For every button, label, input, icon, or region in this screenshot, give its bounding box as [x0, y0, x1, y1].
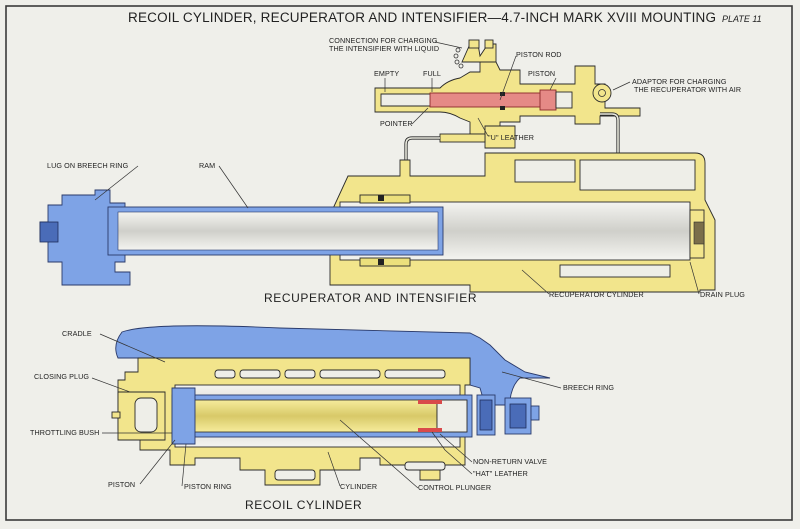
label-breech-ring: BREECH RING	[563, 383, 614, 392]
label-drain-plug: DRAIN PLUG	[700, 290, 745, 299]
label-control-plunger: CONTROL PLUNGER	[418, 483, 491, 492]
label-piston-ring: PISTON RING	[184, 482, 232, 491]
label-closing-plug: CLOSING PLUG	[34, 372, 89, 381]
intensifier-piston	[539, 89, 557, 111]
plate-border	[5, 5, 793, 521]
piston-rod	[429, 92, 551, 108]
plate-title: RECOIL CYLINDER, RECUPERATOR AND INTENSI…	[128, 10, 716, 25]
label-connection-line1: CONNECTION FOR CHARGING	[329, 36, 438, 45]
label-piston: PISTON	[108, 480, 135, 489]
cradle-and-breech-ring	[115, 325, 551, 406]
label-throttling-bush: THROTTLING BUSH	[30, 428, 99, 437]
label-recuperator-cylinder: RECUPERATOR CYLINDER	[549, 290, 644, 299]
label-non-return-valve: NON-RETURN VALVE	[473, 457, 547, 466]
plate-number: PLATE 11	[722, 14, 762, 24]
air-adaptor	[592, 83, 612, 103]
control-plunger	[174, 399, 438, 433]
label-cradle: CRADLE	[62, 329, 92, 338]
recuperator-and-intensifier-figure	[39, 39, 716, 293]
label-pointer: POINTER	[380, 119, 413, 128]
label-cylinder: CYLINDER	[340, 482, 377, 491]
label-full: FULL	[423, 69, 441, 78]
label-connection-line2: THE INTENSIFIER WITH LIQUID	[329, 44, 439, 53]
label-adaptor-line2: THE RECUPERATOR WITH AIR	[634, 85, 741, 94]
caption-recoil-cylinder: RECOIL CYLINDER	[245, 498, 362, 512]
upper-labels: CONNECTION FOR CHARGING THE INTENSIFIER …	[47, 36, 745, 305]
label-piston-rod: PISTON ROD	[516, 50, 562, 59]
label-adaptor-line1: ADAPTOR FOR CHARGING	[632, 77, 727, 86]
label-lug-on-breech-ring: LUG ON BREECH RING	[47, 161, 129, 170]
label-hat-leather: "HAT" LEATHER	[473, 469, 528, 478]
label-ram: RAM	[199, 161, 215, 170]
label-piston: PISTON	[528, 69, 555, 78]
recoil-piston	[171, 387, 196, 445]
caption-recuperator-and-intensifier: RECUPERATOR AND INTENSIFIER	[264, 291, 477, 305]
label-u-leather: "U" LEATHER	[488, 133, 534, 142]
label-empty: EMPTY	[374, 69, 399, 78]
intensifier	[374, 39, 641, 149]
lower-labels: CRADLE CLOSING PLUG THROTTLING BUSH PIST…	[30, 329, 614, 512]
recoil-cylinder-figure	[111, 325, 551, 486]
